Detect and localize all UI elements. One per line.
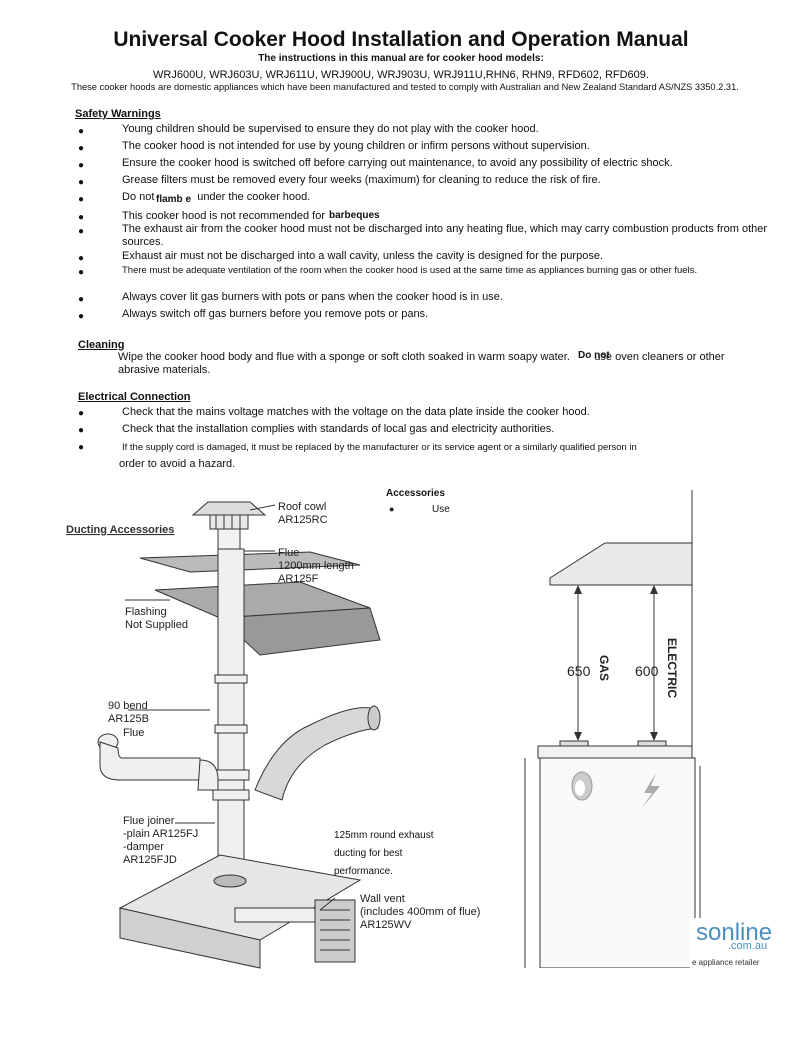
cleaning-heading: Cleaning xyxy=(78,339,125,351)
bullet-dot: ● xyxy=(78,126,85,137)
flue-length: 1200mm length xyxy=(278,560,354,572)
models-intro: The instructions in this manual are for … xyxy=(258,53,544,64)
model-list: WRJ600U, WRJ603U, WRJ611U, WRJ900U, WRJ9… xyxy=(153,69,649,81)
barbeques-overlay: barbeques xyxy=(329,210,380,221)
ducting-diagram: Ducting Accessories xyxy=(66,501,480,969)
watermark-domain: .com.au xyxy=(728,940,768,952)
joiner-damper-code: AR125FJD xyxy=(123,854,177,866)
electric-height-value: 600 xyxy=(635,663,659,679)
wall-vent-label: Wall vent xyxy=(360,893,405,905)
bend-flue-icon xyxy=(97,733,219,791)
compliance-statement: These cooker hoods are domestic applianc… xyxy=(71,82,739,92)
bullet-dot: ● xyxy=(78,143,85,154)
flashing-note: Not Supplied xyxy=(125,619,188,631)
bullet-dot: ● xyxy=(78,212,85,223)
accessories-heading: Accessories xyxy=(386,488,445,499)
page-title: Universal Cooker Hood Installation and O… xyxy=(113,28,689,51)
cleaning-text: Wipe the cooker hood body and flue with … xyxy=(118,351,728,376)
bullet-dot: ● xyxy=(78,408,85,419)
flue-pipe-icon xyxy=(212,548,250,870)
joiner-label: Flue joiner xyxy=(123,815,175,827)
bullet-dot: ● xyxy=(78,425,85,436)
bullet-dot: ● xyxy=(78,160,85,171)
joiner-damper: -damper xyxy=(123,841,164,853)
ducting-heading: Ducting Accessories xyxy=(66,524,174,536)
gas-height-value: 650 xyxy=(567,663,591,679)
bend-label: 90 bend xyxy=(108,700,148,712)
flue-code: AR125F xyxy=(278,573,319,585)
watermark-tagline: e appliance retailer xyxy=(692,958,760,967)
electrical-continuation: order to avoid a hazard. xyxy=(119,458,236,470)
retailer-watermark: sonline .com.au e appliance retailer xyxy=(690,918,800,970)
electric-bolt-icon xyxy=(642,773,660,808)
wall-vent-code: AR125WV xyxy=(360,919,412,931)
bullet-dot: ● xyxy=(78,294,85,305)
flambe-overlay: flamb e xyxy=(156,194,192,205)
wall-vent-note: (includes 400mm of flue) xyxy=(360,906,480,918)
flue-label: Flue xyxy=(278,547,299,559)
bullet-dot: ● xyxy=(78,177,85,188)
joiner-plain: -plain AR125FJ xyxy=(123,828,198,840)
watermark-brand: sonline xyxy=(696,919,773,946)
bullet-dot: ● xyxy=(78,253,85,264)
roof-cowl-code: AR125RC xyxy=(278,514,328,526)
exhaust-note-line: 125mm round exhaust xyxy=(334,830,434,841)
gas-flame-icon xyxy=(571,771,593,801)
roof-cowl-icon xyxy=(191,501,267,550)
gas-label: GAS xyxy=(597,655,611,681)
electric-label: ELECTRIC xyxy=(665,638,679,698)
bullet-dot: ● xyxy=(389,504,395,514)
bullet-dot: ● xyxy=(78,311,85,322)
flashing-icon xyxy=(139,551,381,656)
electrical-heading: Electrical Connection xyxy=(78,391,191,403)
bullet-dot: ● xyxy=(78,226,85,237)
bullet-dot: ● xyxy=(78,442,85,453)
bend-flue-label: Flue xyxy=(123,727,144,739)
flexible-duct-icon xyxy=(254,705,381,801)
bullet-dot: ● xyxy=(78,267,85,278)
exhaust-note-line: ducting for best xyxy=(334,848,403,859)
do-not-overlay: Do not xyxy=(578,350,610,361)
roof-cowl-label: Roof cowl xyxy=(278,501,326,513)
exhaust-note-line: performance. xyxy=(334,866,393,877)
safety-heading: Safety Warnings xyxy=(75,108,161,120)
wall-vent-icon xyxy=(234,899,356,963)
bend-code: AR125B xyxy=(108,713,149,725)
accessories-item: Use xyxy=(432,504,450,515)
flashing-label: Flashing xyxy=(125,606,167,618)
height-diagram: 650 600 GAS ELECTRIC xyxy=(524,490,701,968)
hood-base-icon xyxy=(118,854,362,969)
bullet-dot: ● xyxy=(78,194,85,205)
